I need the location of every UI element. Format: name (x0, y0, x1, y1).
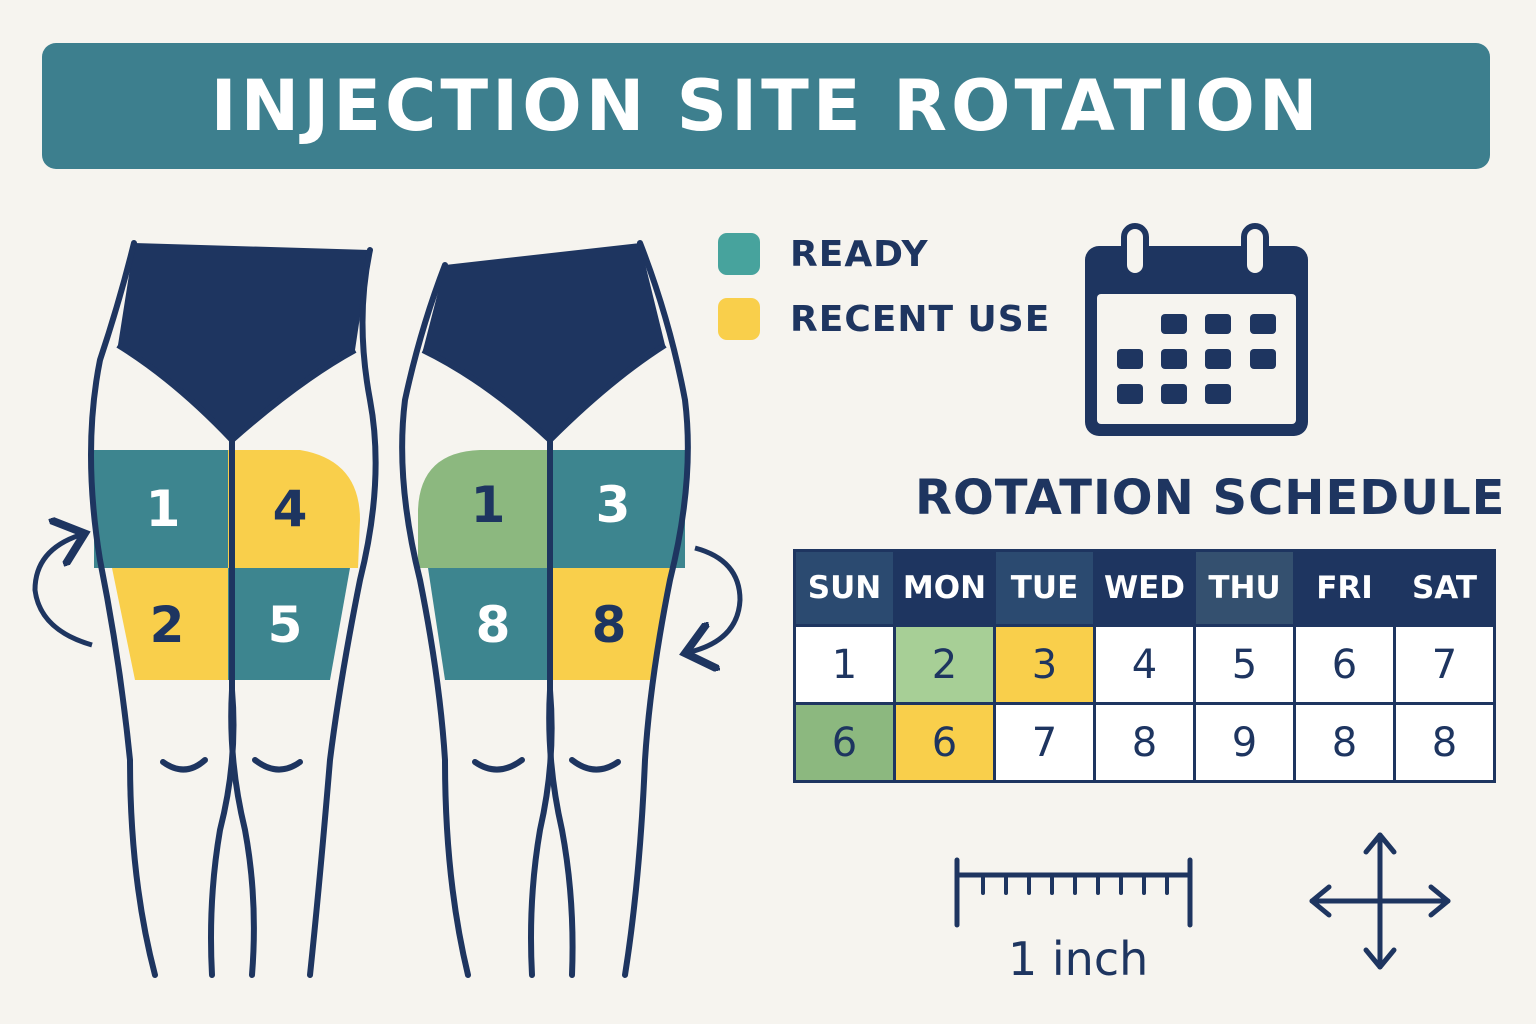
right-underwear (423, 243, 665, 440)
left-body-outline (88, 240, 379, 978)
schedule-cell[interactable]: 6 (793, 702, 896, 783)
right-zone-8-right[interactable] (550, 568, 670, 680)
left-zone-label-2: 2 (150, 596, 185, 654)
left-zone-2[interactable] (112, 568, 228, 680)
schedule-cell[interactable]: 4 (1093, 624, 1196, 705)
left-zone-5[interactable] (228, 568, 350, 680)
schedule-cell[interactable]: 6 (1293, 624, 1396, 705)
day-header-fri: FRI (1293, 549, 1396, 627)
schedule-cell[interactable]: 8 (1093, 702, 1196, 783)
rotate-clockwise-arrow-icon (690, 545, 743, 652)
legend-item-recent-use: RECENT USE (718, 297, 1050, 341)
left-zone-1[interactable] (94, 450, 228, 568)
legend-swatch-ready (718, 233, 760, 275)
scale-label: 1 inch (1008, 932, 1149, 986)
legend-swatch-recent-use (718, 298, 760, 340)
schedule-cell[interactable]: 1 (793, 624, 896, 705)
schedule-cell[interactable]: 3 (993, 624, 1096, 705)
right-zone-label-8a: 8 (476, 596, 511, 654)
schedule-title: ROTATION SCHEDULE (915, 470, 1506, 526)
title-banner: INJECTION SITE ROTATION (42, 43, 1490, 169)
left-zone-label-5: 5 (268, 596, 303, 654)
legend-label-ready: READY (790, 233, 929, 275)
right-zone-1[interactable] (418, 450, 550, 568)
calendar-icon (1085, 223, 1308, 436)
right-zone-label-8b: 8 (592, 596, 627, 654)
schedule-cell[interactable]: 8 (1393, 702, 1496, 783)
left-zone-label-4: 4 (273, 480, 308, 538)
day-header-thu: THU (1193, 549, 1296, 627)
right-zone-label-3: 3 (596, 476, 631, 534)
left-zone-grid: 1 4 2 5 (94, 450, 360, 680)
legend: READY RECENT USE (718, 232, 1050, 362)
day-header-mon: MON (893, 549, 996, 627)
schedule-header-row: SUN MON TUE WED THU FRI SAT (793, 549, 1496, 627)
schedule-cell[interactable]: 7 (993, 702, 1096, 783)
day-header-sat: SAT (1393, 549, 1496, 627)
ruler-icon (954, 857, 1193, 928)
schedule-cell[interactable]: 5 (1193, 624, 1296, 705)
day-header-wed: WED (1093, 549, 1196, 627)
left-figure: 1 4 2 5 (32, 240, 379, 978)
right-zone-grid: 1 3 8 8 (418, 450, 685, 680)
right-zone-3[interactable] (550, 450, 685, 568)
rotation-schedule-table: SUN MON TUE WED THU FRI SAT 1 2 3 4 5 6 … (793, 549, 1496, 783)
schedule-cell[interactable]: 2 (893, 624, 996, 705)
right-zone-label-1: 1 (471, 476, 506, 534)
schedule-cell[interactable]: 9 (1193, 702, 1296, 783)
four-way-arrow-icon (1309, 832, 1451, 970)
schedule-row-1: 1 2 3 4 5 6 7 (793, 624, 1496, 705)
rotate-counterclockwise-arrow-icon (32, 535, 93, 648)
page-title: INJECTION SITE ROTATION (210, 65, 1322, 147)
schedule-cell[interactable]: 7 (1393, 624, 1496, 705)
day-header-tue: TUE (993, 549, 1096, 627)
right-figure: 1 3 8 8 (399, 240, 743, 978)
right-zone-8-left[interactable] (428, 568, 550, 680)
legend-label-recent-use: RECENT USE (790, 298, 1051, 340)
schedule-row-2: 6 6 7 8 9 8 8 (793, 702, 1496, 783)
day-header-sun: SUN (793, 549, 896, 627)
left-zone-label-1: 1 (146, 480, 181, 538)
schedule-cell[interactable]: 8 (1293, 702, 1396, 783)
schedule-cell[interactable]: 6 (893, 702, 996, 783)
legend-item-ready: READY (718, 232, 1050, 276)
left-zone-4[interactable] (228, 450, 360, 568)
left-underwear (118, 243, 370, 440)
right-body-outline (399, 240, 691, 978)
